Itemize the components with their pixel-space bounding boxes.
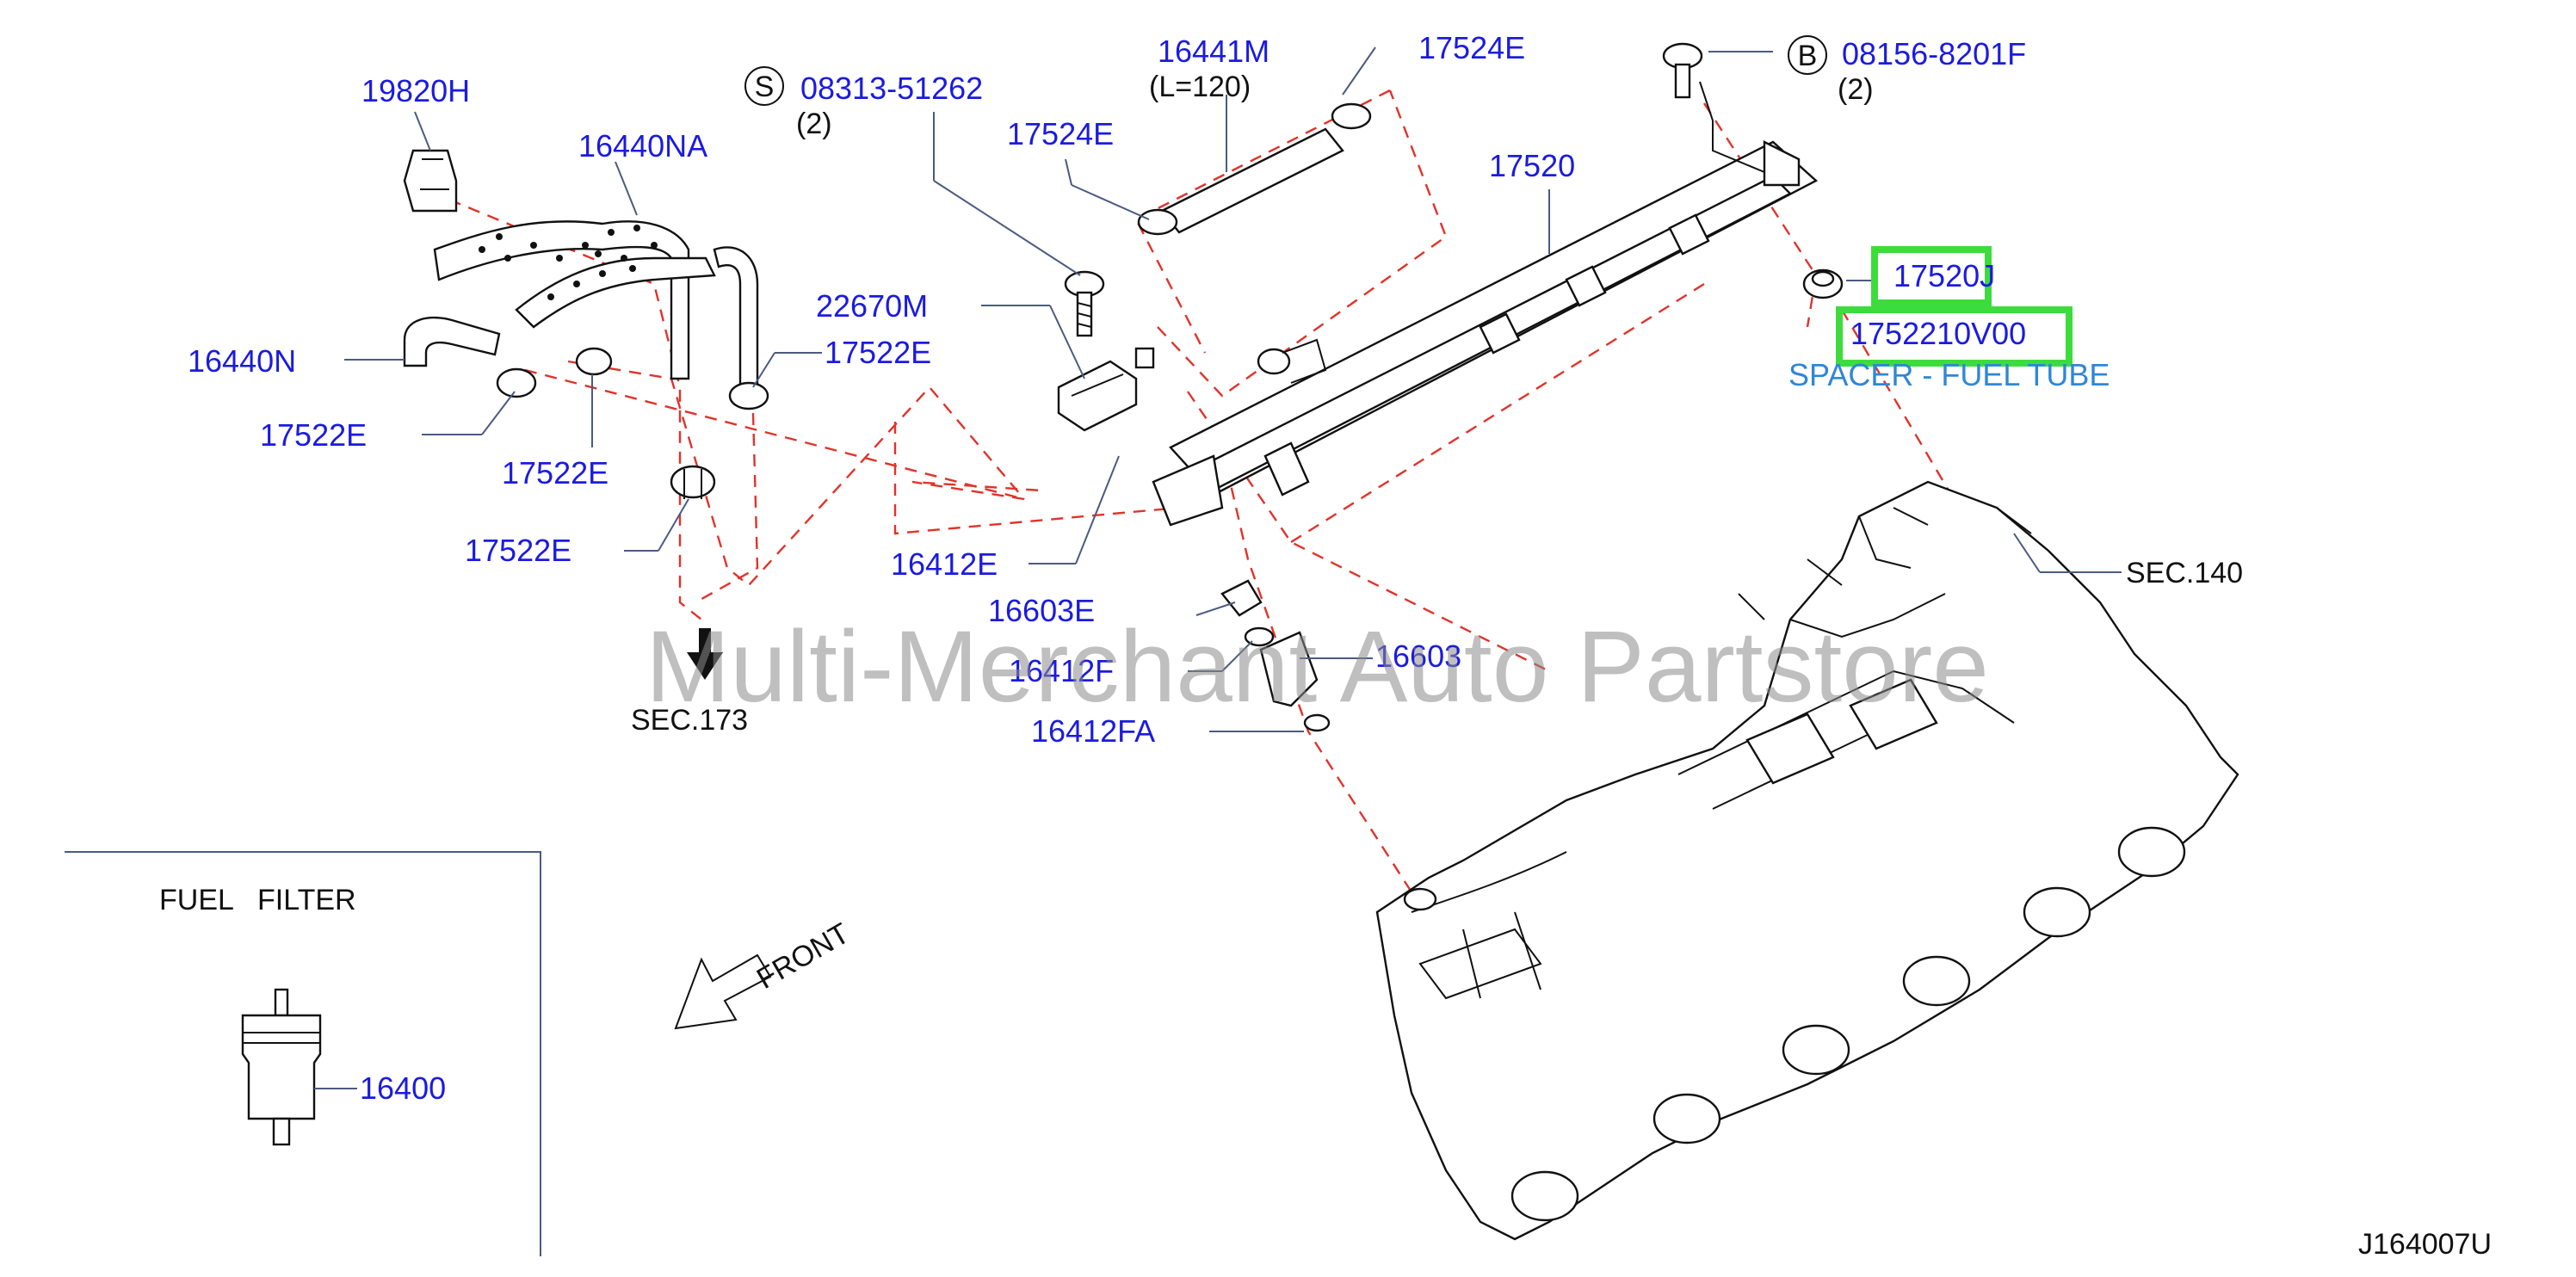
- fuel-hose-16441M: [1137, 102, 1372, 236]
- label-16412F: 16412F: [1009, 653, 1114, 688]
- label-17522E-d: 17522E: [825, 335, 931, 370]
- label-16440NA: 16440NA: [578, 128, 707, 163]
- bolt-08156: [1662, 42, 1703, 99]
- label-spacer-fuel-tube: SPACER - FUEL TUBE: [1788, 357, 2110, 392]
- label-17520: 17520: [1489, 148, 1575, 183]
- fuel-rail-17520: [1152, 81, 1819, 527]
- down-arrow-icon: [687, 628, 723, 680]
- fuel-hose-16440N: [403, 316, 501, 367]
- label-08313-qty: (2): [796, 108, 832, 140]
- symbol-b-text: B: [1798, 40, 1818, 72]
- label-17524E-a: 17524E: [1418, 30, 1525, 65]
- label-08313-51262: 08313-51262: [800, 71, 983, 106]
- fuel-filter-16400: [241, 988, 322, 1146]
- label-08156-qty: (2): [1838, 73, 1874, 106]
- hose-texture: [479, 225, 658, 300]
- watermark: Multi-Merchant Auto Partstore: [646, 610, 1989, 724]
- symbol-s-badge: S: [744, 66, 784, 106]
- highlight-1752210V00: [1836, 306, 2073, 367]
- label-16440N: 16440N: [188, 343, 296, 379]
- label-19820H: 19820H: [361, 73, 470, 108]
- label-16412E: 16412E: [891, 546, 998, 582]
- leader-lines: [314, 46, 2122, 1089]
- diagram-id: J164007U: [2358, 1228, 2492, 1261]
- fuel-filter-panel-border: [65, 851, 541, 1256]
- highlight-17520J: [1871, 246, 1992, 306]
- label-fuel-filter: FUEL FILTER: [159, 884, 356, 916]
- label-17522E-b: 17522E: [502, 455, 608, 490]
- label-22670M: 22670M: [816, 288, 928, 324]
- label-17520J: 17520J: [1893, 258, 1995, 293]
- label-16603E: 16603E: [988, 593, 1095, 628]
- screw-08313: [1064, 270, 1105, 337]
- label-08156-8201F: 08156-8201F: [1842, 36, 2026, 71]
- spacer-17520J: [1802, 268, 1844, 299]
- label-16603: 16603: [1375, 638, 1461, 674]
- fuel-hose-16440NA: [433, 220, 759, 398]
- part-labels: 19820H 16440NA 16440N 17522E 17522E 1752…: [159, 30, 2492, 1261]
- pressure-regulator-22670M: [1057, 347, 1155, 432]
- hose-clamp-19820H: [403, 149, 458, 213]
- label-sec140: SEC.140: [2126, 557, 2243, 589]
- label-17522E-a: 17522E: [260, 417, 367, 453]
- fuel-injector-16603: [1220, 579, 1331, 732]
- label-16412FA: 16412FA: [1031, 713, 1155, 749]
- label-16441M: 16441M: [1158, 34, 1269, 69]
- hose-clips-17522E: [496, 347, 769, 499]
- label-16441M-length: (L=120): [1149, 71, 1251, 103]
- label-front: FRONT: [751, 916, 855, 995]
- label-1752210V00: 1752210V00: [1850, 316, 2026, 351]
- label-17524E-b: 17524E: [1007, 116, 1114, 151]
- label-sec173: SEC.173: [631, 704, 748, 737]
- symbol-b-badge: B: [1788, 35, 1827, 75]
- label-17522E-c: 17522E: [465, 533, 571, 568]
- label-16400: 16400: [360, 1070, 446, 1106]
- symbol-s-text: S: [755, 71, 775, 103]
- intake-manifold: [1375, 480, 2239, 1241]
- front-arrow-icon: [674, 953, 772, 1030]
